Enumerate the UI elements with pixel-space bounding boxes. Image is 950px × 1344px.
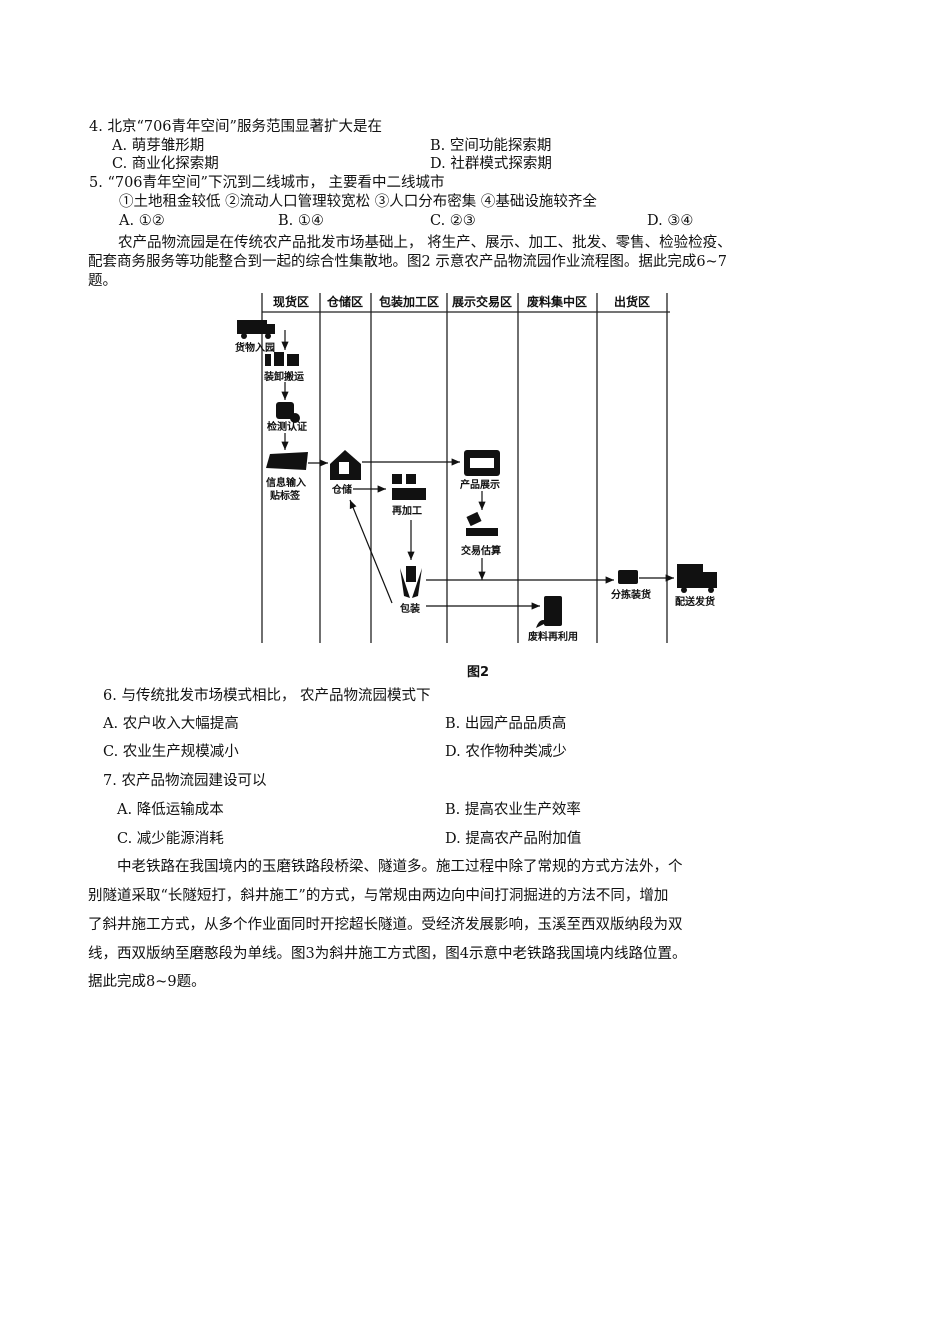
q6-option-b: B. 出园产品品质高 (445, 716, 567, 732)
q7-option-d: D. 提高农产品附加值 (445, 831, 582, 847)
q4-stem: 4. 北京“706青年空间”服务范围显著扩大是在 (89, 119, 382, 135)
lane-header: 展示交易区 (452, 294, 512, 309)
recycle-bin-icon (536, 596, 562, 628)
node-label: 交易估算 (461, 544, 501, 557)
q6-option-a: A. 农户收入大幅提高 (103, 716, 239, 732)
figure-2-flowchart: 现货区 仓储区 包装加工区 展示交易区 废料集中区 出货区 货物入园 装卸搬运 … (235, 293, 717, 643)
q6-option-d: D. 农作物种类减少 (445, 744, 567, 760)
node-label: 装卸搬运 (263, 370, 304, 383)
sorting-icon (618, 570, 638, 584)
q5-stem: 5. “706青年空间”下沉到二线城市， 主要看中二线城市 (89, 175, 445, 191)
q7-option-b: B. 提高农业生产效率 (445, 802, 581, 818)
q5-items: ①土地租金较低 ②流动人口管理较宽松 ③人口分布密集 ④基础设施较齐全 (119, 194, 597, 210)
intro2-line: 线，西双版纳至磨憨段为单线。图3为斜井施工方式图，图4示意中老铁路我国境内线路位… (88, 946, 687, 962)
lane-header: 包装加工区 (378, 294, 439, 309)
intro1-line: 农产品物流园是在传统农产品批发市场基础上， 将生产、展示、加工、批发、零售、检验… (118, 235, 732, 251)
intro2-line: 据此完成8~9题。 (88, 974, 206, 990)
trade-icon (466, 511, 498, 536)
q6-stem: 6. 与传统批发市场模式相比， 农产品物流园模式下 (103, 688, 431, 704)
warehouse-icon (330, 450, 361, 480)
node-label: 配送发货 (675, 595, 715, 608)
node-label: 检测认证 (267, 420, 307, 433)
flow-arrows (281, 330, 674, 610)
node-label: 信息输入 (266, 476, 306, 489)
q7-stem: 7. 农产品物流园建设可以 (103, 773, 267, 789)
q4-option-d: D. 社群模式探索期 (430, 156, 552, 172)
q4-option-c: C. 商业化探索期 (112, 156, 219, 172)
node-label: 仓储 (331, 483, 352, 496)
q4-option-b: B. 空间功能探索期 (430, 138, 552, 154)
intro2-line: 别隧道采取“长隧短打，斜井施工”的方式，与常规由两边向中间打洞掘进的方法不同，增… (88, 888, 669, 904)
node-label: 再加工 (392, 504, 422, 517)
truck-icon (237, 320, 275, 339)
intro1-line: 题。 (88, 273, 117, 289)
lane-header: 仓储区 (326, 294, 363, 309)
inspection-icon (276, 402, 300, 423)
q5-option-c: C. ②③ (430, 213, 476, 229)
display-stall-icon (464, 450, 500, 476)
intro2-line: 中老铁路在我国境内的玉磨铁路段桥梁、隧道多。施工过程中除了常规的方式方法外，个 (117, 859, 683, 875)
node-label: 贴标签 (269, 489, 301, 502)
node-label: 废料再利用 (528, 630, 578, 643)
lane-header: 出货区 (614, 294, 650, 309)
node-label: 产品展示 (460, 478, 500, 491)
q5-option-a: A. ①② (119, 213, 165, 229)
lane-lines (261, 293, 670, 643)
q7-option-a: A. 降低运输成本 (117, 802, 224, 818)
q4-option-a: A. 萌芽雏形期 (112, 138, 205, 154)
node-label: 货物入园 (235, 341, 275, 354)
q7-option-c: C. 减少能源消耗 (117, 831, 224, 847)
q5-option-b: B. ①④ (278, 213, 324, 229)
lane-header: 现货区 (273, 294, 309, 309)
unloading-icon (265, 352, 299, 366)
lane-header: 废料集中区 (527, 294, 587, 309)
node-label: 分拣装货 (611, 588, 651, 601)
intro1-line: 配套商务服务等功能整合到一起的综合性集散地。图2 示意农产品物流园作业流程图。据… (88, 254, 727, 270)
figure-2-caption: 图2 (467, 665, 490, 680)
intro2-line: 了斜井施工方式，从多个作业面同时开挖超长隧道。受经济发展影响，玉溪至西双版纳段为… (88, 917, 683, 933)
delivery-truck-icon (677, 564, 717, 593)
q5-option-d: D. ③④ (647, 213, 694, 229)
packaging-icon (400, 566, 422, 598)
node-label: 包装 (400, 602, 420, 615)
label-scanner-icon (266, 452, 308, 470)
q6-option-c: C. 农业生产规模减小 (103, 744, 239, 760)
reprocess-icon (392, 474, 426, 500)
